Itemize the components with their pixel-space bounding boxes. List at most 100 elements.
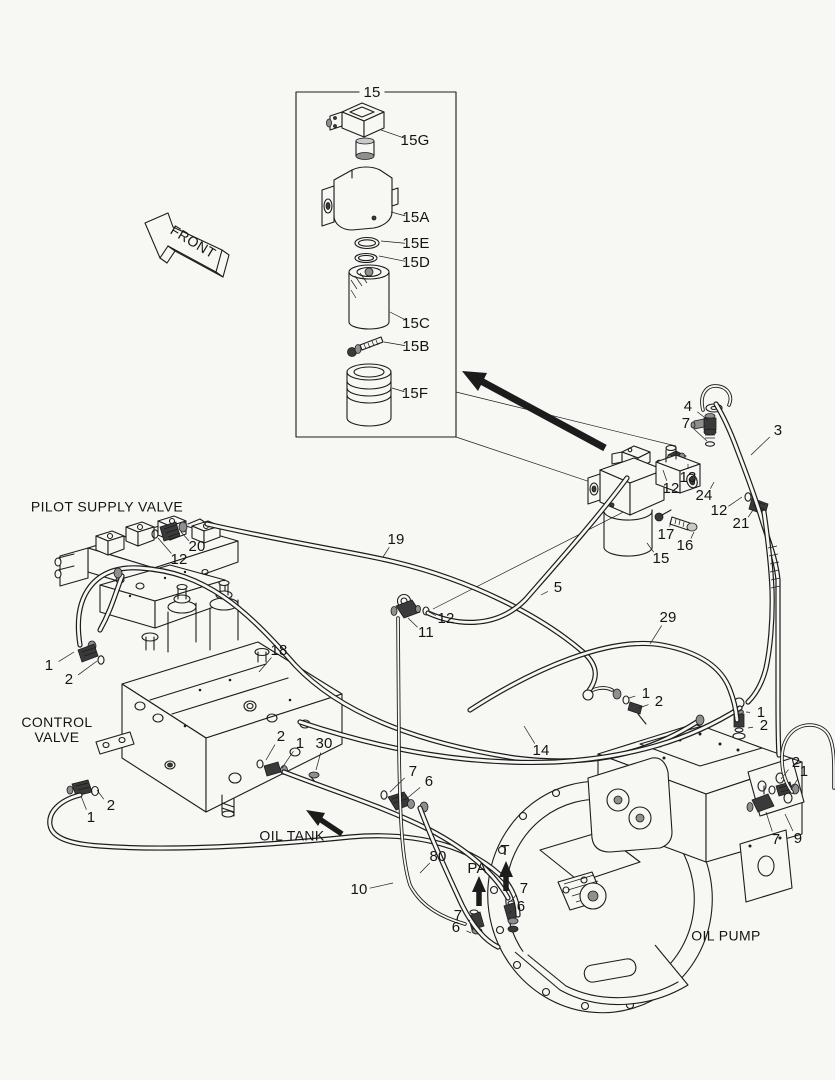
leader-line	[710, 482, 714, 489]
callout-17: 17	[657, 525, 675, 543]
callout-5: 5	[553, 578, 563, 596]
leader-line	[384, 342, 405, 346]
hose-spring-guard	[748, 512, 772, 702]
leader-line	[663, 470, 667, 481]
callout-12: 12	[710, 501, 728, 519]
leader-line	[391, 212, 405, 216]
oil-pump	[462, 724, 804, 1038]
leader-line	[697, 412, 708, 420]
leader-line	[695, 430, 707, 441]
part-15b-drain-screw	[348, 337, 384, 357]
leader-line	[639, 705, 648, 708]
leader-line	[511, 895, 516, 901]
leader-line	[316, 753, 321, 770]
callout-7: 7	[519, 879, 529, 897]
callout-4: 4	[683, 397, 693, 415]
leader-line	[650, 625, 662, 644]
pipe-10	[398, 618, 465, 924]
detail-box-number: 15	[359, 84, 385, 102]
fitting-1-2-cv	[67, 780, 99, 796]
hose18-end-nut	[696, 715, 704, 725]
hose-tank-long	[50, 795, 518, 915]
pilot-filter-assembly	[588, 446, 664, 556]
leader-line	[78, 661, 97, 675]
callout-15f: 15F	[401, 384, 429, 402]
leader-line	[785, 814, 793, 831]
leader-line	[670, 521, 671, 527]
callout-6: 6	[424, 772, 434, 790]
leader-line	[381, 130, 405, 138]
leader-line	[59, 652, 74, 662]
leader-line	[728, 497, 742, 506]
callout-29: 29	[659, 608, 677, 626]
port-pa-label: PA	[467, 859, 487, 877]
callout-7: 7	[453, 906, 463, 924]
callout-16: 16	[676, 536, 694, 554]
fitting-20	[152, 519, 206, 541]
pipes	[398, 618, 834, 924]
control-valve	[96, 581, 342, 818]
part-15c-filter-element	[349, 265, 389, 329]
pa-flow-arrow	[472, 876, 486, 906]
callout-1: 1	[641, 684, 651, 702]
pilot-supply-valve-label: PILOT SUPPLY VALVE	[30, 498, 184, 515]
leader-line	[370, 883, 393, 888]
callout-19: 19	[387, 530, 405, 548]
callout-15c: 15C	[401, 314, 431, 332]
part-15f-filter-bowl	[347, 364, 391, 426]
leader-line	[408, 618, 418, 627]
pilot-supply-valve	[55, 516, 238, 628]
callout-12: 12	[662, 479, 680, 497]
callout-15g: 15G	[400, 131, 430, 149]
callout-7: 7	[408, 762, 418, 780]
oil-tank-label: OIL TANK	[259, 827, 325, 844]
callout-2: 2	[759, 716, 769, 734]
callout-1: 1	[799, 762, 809, 780]
leader-line	[97, 790, 104, 799]
leader-line	[748, 727, 753, 728]
leader-line	[259, 658, 271, 672]
hose-19	[207, 524, 595, 692]
callout-24: 24	[695, 486, 713, 504]
leader-line	[420, 863, 430, 873]
part-15g-solenoid-connector	[327, 103, 385, 160]
leader-line	[81, 796, 86, 810]
callout-30: 30	[315, 734, 333, 752]
callout-15: 15	[652, 549, 670, 567]
callout-1: 1	[756, 703, 766, 721]
callout-21: 21	[732, 514, 750, 532]
callout-13: 13	[679, 468, 697, 486]
callout-11: 11	[418, 623, 434, 641]
callout-18: 18	[270, 641, 288, 659]
hose19-end-banjo	[583, 690, 593, 700]
callout-leader-lines	[59, 130, 798, 933]
leader-line	[405, 787, 420, 800]
callout-2: 2	[106, 796, 116, 814]
leader-line	[282, 751, 293, 768]
hose-29	[470, 643, 737, 720]
detail-box	[296, 92, 456, 437]
callout-12: 12	[437, 609, 455, 627]
pilot-hose-end-nut	[114, 568, 122, 578]
leader-line	[766, 812, 772, 832]
callout-15a: 15A	[402, 208, 430, 226]
leader-line	[381, 241, 405, 243]
leader-line	[429, 612, 436, 616]
leader-line	[383, 547, 389, 557]
leader-line	[466, 931, 471, 933]
leader-line	[181, 532, 189, 541]
callout-1: 1	[86, 808, 96, 826]
pipe-u-right	[782, 725, 834, 792]
callout-15b: 15B	[402, 337, 430, 355]
callout-6: 6	[451, 918, 461, 936]
callout-14: 14	[532, 741, 550, 759]
callout-80: 80	[429, 847, 447, 865]
callout-9: 9	[793, 829, 803, 847]
control-valve-label: CONTROL VALVE	[21, 713, 93, 745]
leader-line	[390, 312, 406, 320]
port-t-label: T	[500, 841, 510, 859]
callout-3: 3	[773, 421, 783, 439]
hose-14	[300, 708, 740, 762]
